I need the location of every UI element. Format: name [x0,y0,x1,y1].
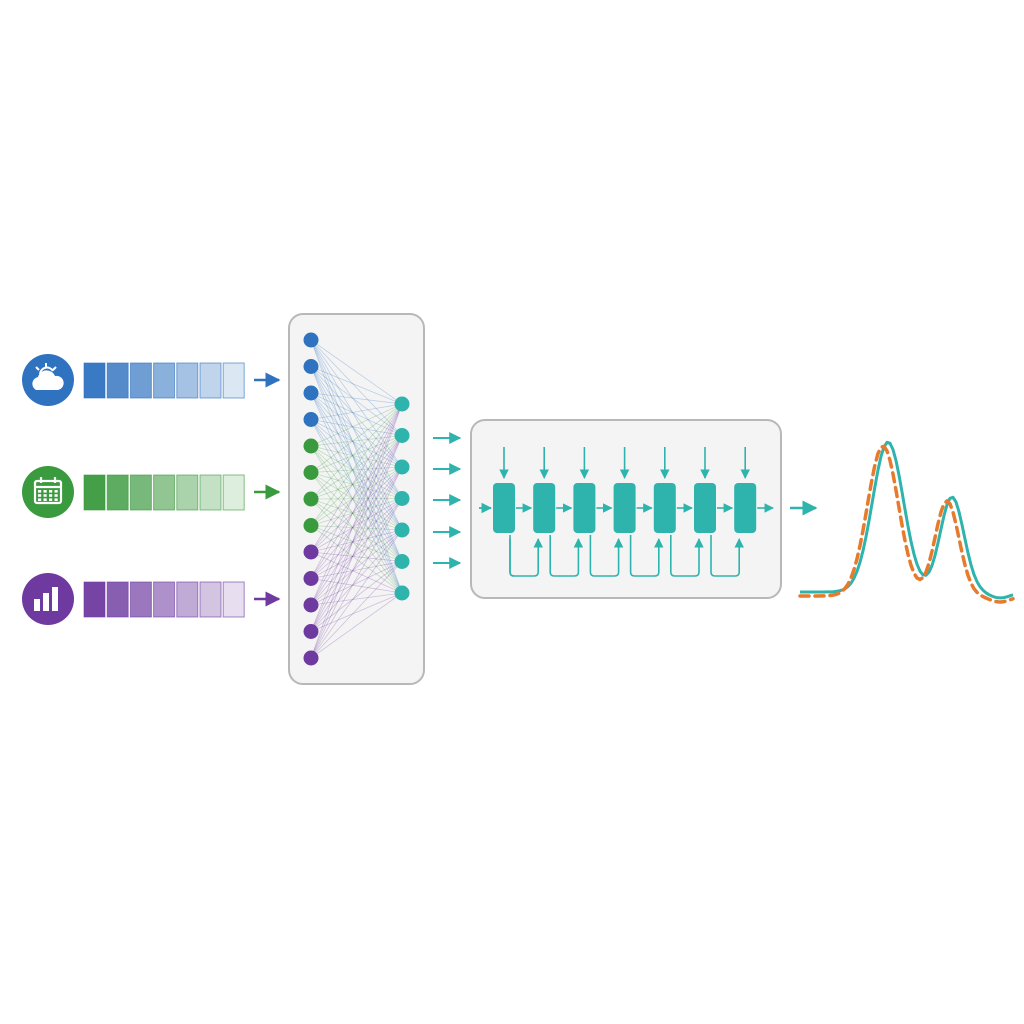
hidden-node [394,396,410,412]
sequence-cell [106,474,129,511]
sequence-cell [176,362,199,399]
rnn-feedback-loop [589,535,624,577]
input-node [303,571,319,586]
sequence-cell [222,581,245,618]
rnn-feedback-loop [629,535,664,577]
input-node [303,650,319,666]
recurrent-cells [479,447,774,577]
input-row-history [22,573,281,625]
input-row-calendar [22,466,281,518]
rnn-feedback-loop [670,535,704,577]
rnn-cell [573,483,596,533]
calendar-icon [22,466,74,518]
input-node [303,438,319,454]
sequence-cell [83,362,106,399]
input-node [303,359,319,374]
rnn-cell [493,483,515,533]
sequence-cell [176,581,199,618]
sequence-cell [199,581,222,618]
input-node [303,332,319,348]
rnn-feedback-loop [509,539,515,577]
forecast-curves [798,440,1015,604]
sequence-cell [153,474,176,511]
rnn-cell [734,483,757,533]
sequence-cell [153,362,176,399]
sequence-cell [222,362,245,399]
sequence-cell [176,474,199,511]
input-node [303,597,319,613]
rnn-cell [533,483,556,533]
hidden-node [394,554,410,569]
input-row-weather [22,354,281,406]
actual-curve [800,440,1014,600]
input-node [303,544,319,560]
dense-layer-panel [288,313,425,685]
rnn-cell [613,483,636,533]
sequence-cell [106,362,129,399]
rnn-feedback-loop [549,535,584,577]
hidden-node [394,428,410,443]
forecast-curve [798,444,1015,604]
network-nodes [303,332,410,666]
weather-cloud-sun-icon [22,354,74,406]
sequence-cell [83,474,106,511]
input-node [303,385,319,401]
sequence-cell [106,581,129,618]
input-features [22,354,281,625]
input-node [303,465,319,480]
sequence-cell [199,474,222,511]
rnn-cell [694,483,716,533]
sequence-cell [199,362,222,399]
network-connections [310,339,403,659]
rnn-cell [653,483,676,533]
sequence-cell [129,474,152,511]
input-node [303,518,319,533]
hidden-node [394,459,410,475]
rnn-feedback-loop [710,535,745,577]
hidden-node [394,491,410,506]
sequence-cell [153,581,176,618]
input-node [303,491,319,507]
sequence-cell [222,474,245,511]
hidden-node [394,585,410,601]
sequence-cell [129,362,152,399]
input-node [303,412,319,427]
hidden-node [394,522,410,538]
sequence-cell [83,581,106,618]
input-node [303,624,319,639]
layer-to-sequence-arrows [433,432,462,569]
sequence-cell [129,581,152,618]
bar-chart-icon [22,573,74,625]
